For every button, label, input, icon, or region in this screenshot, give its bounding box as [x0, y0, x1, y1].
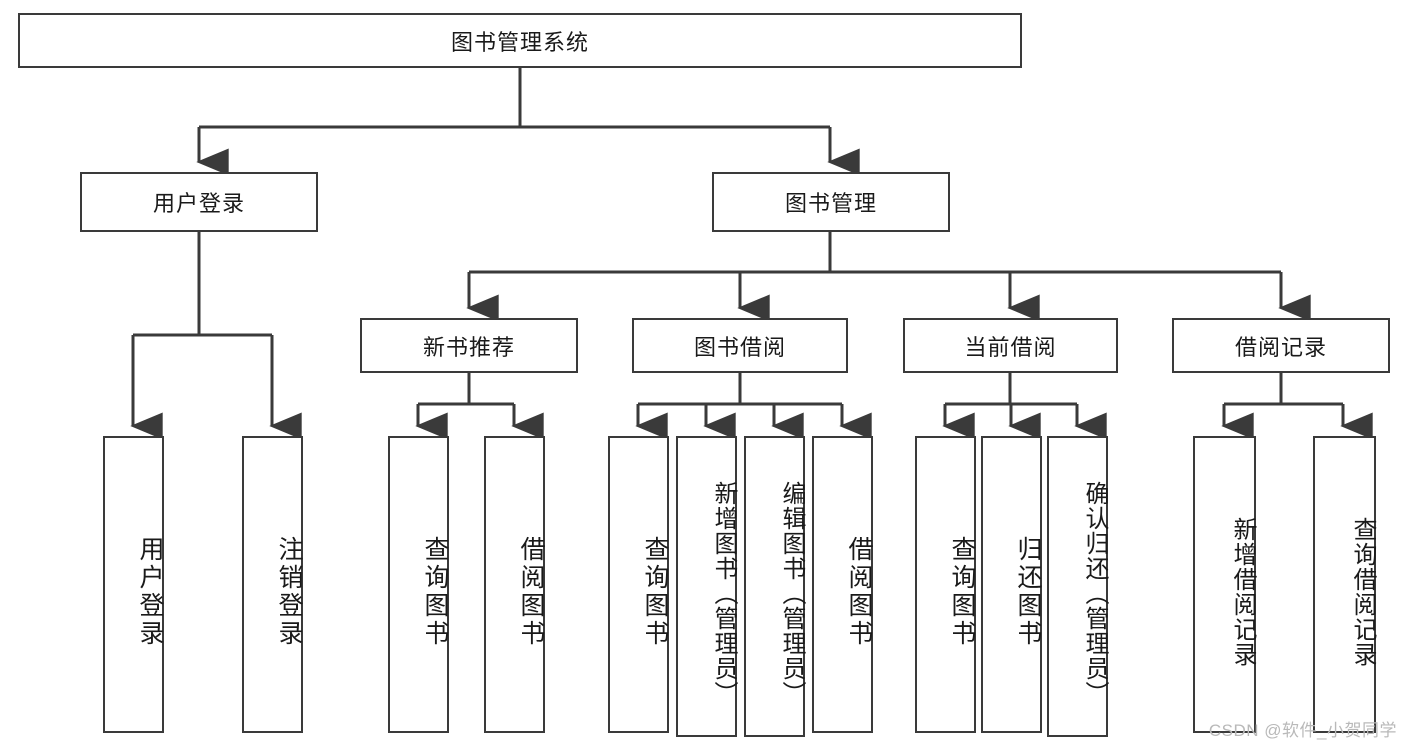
leaf-query-borrow-record[interactable]: 查询借阅记录 [1313, 436, 1376, 733]
node-label: 用户登录 [152, 191, 245, 216]
node-label: 编辑图书（管理员） [778, 481, 805, 706]
node-label: 借阅图书 [517, 535, 545, 648]
leaf-add-book-admin[interactable]: 新增图书（管理员） [676, 436, 737, 737]
leaf-logout-login[interactable]: 注销登录 [242, 436, 303, 733]
node-label: 借阅图书 [845, 535, 873, 648]
node-label: 新增借阅记录 [1229, 516, 1256, 667]
node-borrow-record[interactable]: 借阅记录 [1172, 318, 1390, 373]
node-book-borrow[interactable]: 图书借阅 [632, 318, 848, 373]
watermark-csdn: CSDN @软件_小贺同学 [1208, 721, 1397, 740]
node-label: 注销登录 [275, 535, 303, 648]
node-new-book-recommend[interactable]: 新书推荐 [360, 318, 578, 373]
leaf-query-book-recommend[interactable]: 查询图书 [388, 436, 449, 733]
leaf-add-borrow-record[interactable]: 新增借阅记录 [1193, 436, 1256, 733]
node-label: 新书推荐 [422, 334, 515, 360]
leaf-borrow-book[interactable]: 借阅图书 [812, 436, 873, 733]
node-label: 借阅记录 [1234, 334, 1327, 360]
leaf-return-book[interactable]: 归还图书 [981, 436, 1042, 733]
node-label: 图书管理 [784, 191, 877, 216]
node-user-login[interactable]: 用户登录 [80, 172, 318, 232]
node-label: 当前借阅 [964, 334, 1057, 360]
node-label: 图书借阅 [693, 334, 786, 360]
node-label: 查询借阅记录 [1349, 516, 1376, 667]
node-label: 查询图书 [421, 535, 449, 648]
leaf-borrow-book-recommend[interactable]: 借阅图书 [484, 436, 545, 733]
node-label: 新增图书（管理员） [710, 481, 737, 706]
node-label: 图书管理系统 [450, 29, 589, 55]
node-label: 确认归还（管理员） [1081, 481, 1108, 706]
node-label: 用户登录 [136, 535, 164, 648]
leaf-query-book-current[interactable]: 查询图书 [915, 436, 976, 733]
node-label: 查询图书 [948, 535, 976, 648]
leaf-user-login[interactable]: 用户登录 [103, 436, 164, 733]
node-book-management[interactable]: 图书管理 [712, 172, 950, 232]
node-current-borrow[interactable]: 当前借阅 [903, 318, 1118, 373]
leaf-query-book-borrow[interactable]: 查询图书 [608, 436, 669, 733]
node-label: 查询图书 [641, 535, 669, 648]
node-root-book-management-system[interactable]: 图书管理系统 [18, 13, 1022, 68]
node-label: 归还图书 [1014, 535, 1042, 648]
leaf-confirm-return-admin[interactable]: 确认归还（管理员） [1047, 436, 1108, 737]
leaf-edit-book-admin[interactable]: 编辑图书（管理员） [744, 436, 805, 737]
